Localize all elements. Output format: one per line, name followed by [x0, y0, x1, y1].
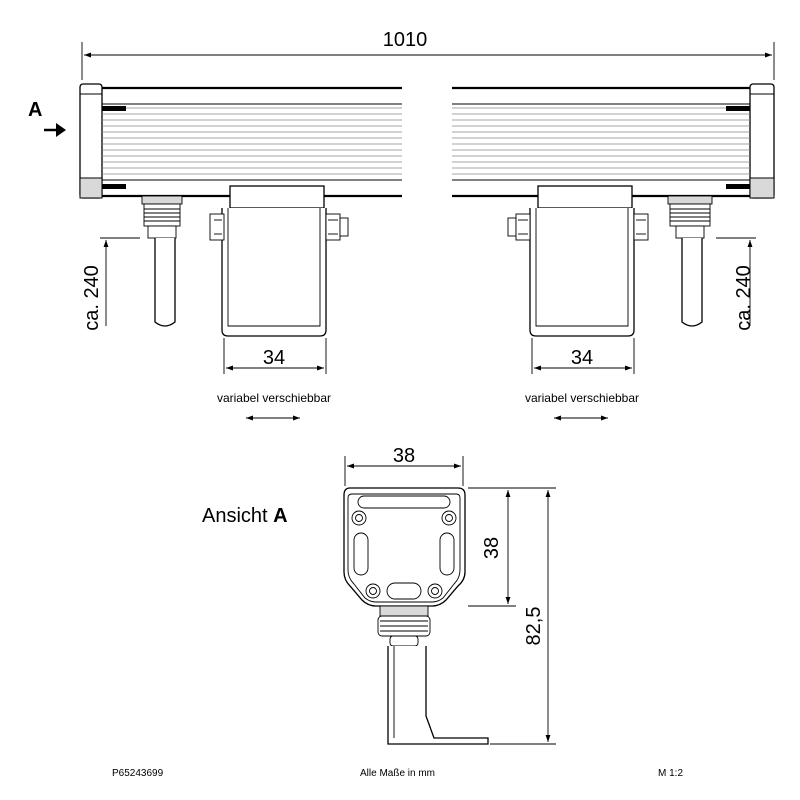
cable-gland-left [141, 195, 183, 327]
view-a-height-inner-dimension: 38 [468, 487, 516, 607]
end-cap-view-a [343, 487, 466, 607]
cable-length-dimension-right: ca. 240 [716, 237, 756, 331]
variable-position-label-left: variabel verschiebbar [217, 391, 331, 405]
mounting-bracket-right [507, 185, 649, 337]
view-a-width-dimension: 38 [344, 445, 464, 486]
variable-position-label-right: variabel verschiebbar [525, 391, 639, 405]
part-number: P65243699 [112, 768, 164, 779]
bracket-width-dimension-right: 34 variabel verschiebbar [525, 338, 639, 421]
view-a-width-label: 38 [393, 445, 415, 467]
mounting-bracket-left [209, 185, 349, 337]
view-direction-arrow: A [28, 99, 66, 137]
cable-gland-view-a [377, 605, 431, 647]
view-a-height-total-dimension: 82,5 [468, 487, 556, 745]
view-a-height-inner-label: 38 [481, 537, 503, 559]
overall-length-label: 1010 [383, 29, 428, 51]
luminaire-profile-left [79, 83, 402, 199]
cable-gland-right [667, 195, 713, 327]
luminaire-profile-right [452, 83, 775, 199]
view-a-title: Ansicht A [202, 505, 288, 527]
bracket-width-label-right: 34 [571, 347, 593, 369]
bracket-width-dimension-left: 34 variabel verschiebbar [217, 338, 331, 421]
cable-length-label-right: ca. 240 [733, 265, 755, 331]
bracket-width-label-left: 34 [263, 347, 285, 369]
view-arrow-label: A [28, 99, 42, 121]
overall-length-dimension: 1010 [81, 29, 775, 80]
cable-length-dimension-left: ca. 240 [81, 237, 140, 331]
view-a-height-total-label: 82,5 [523, 607, 545, 646]
units-note: Alle Maße in mm [360, 768, 435, 779]
scale-label: M 1:2 [658, 768, 683, 779]
mounting-bracket-view-a [387, 646, 489, 745]
cable-length-label-left: ca. 240 [81, 265, 103, 331]
